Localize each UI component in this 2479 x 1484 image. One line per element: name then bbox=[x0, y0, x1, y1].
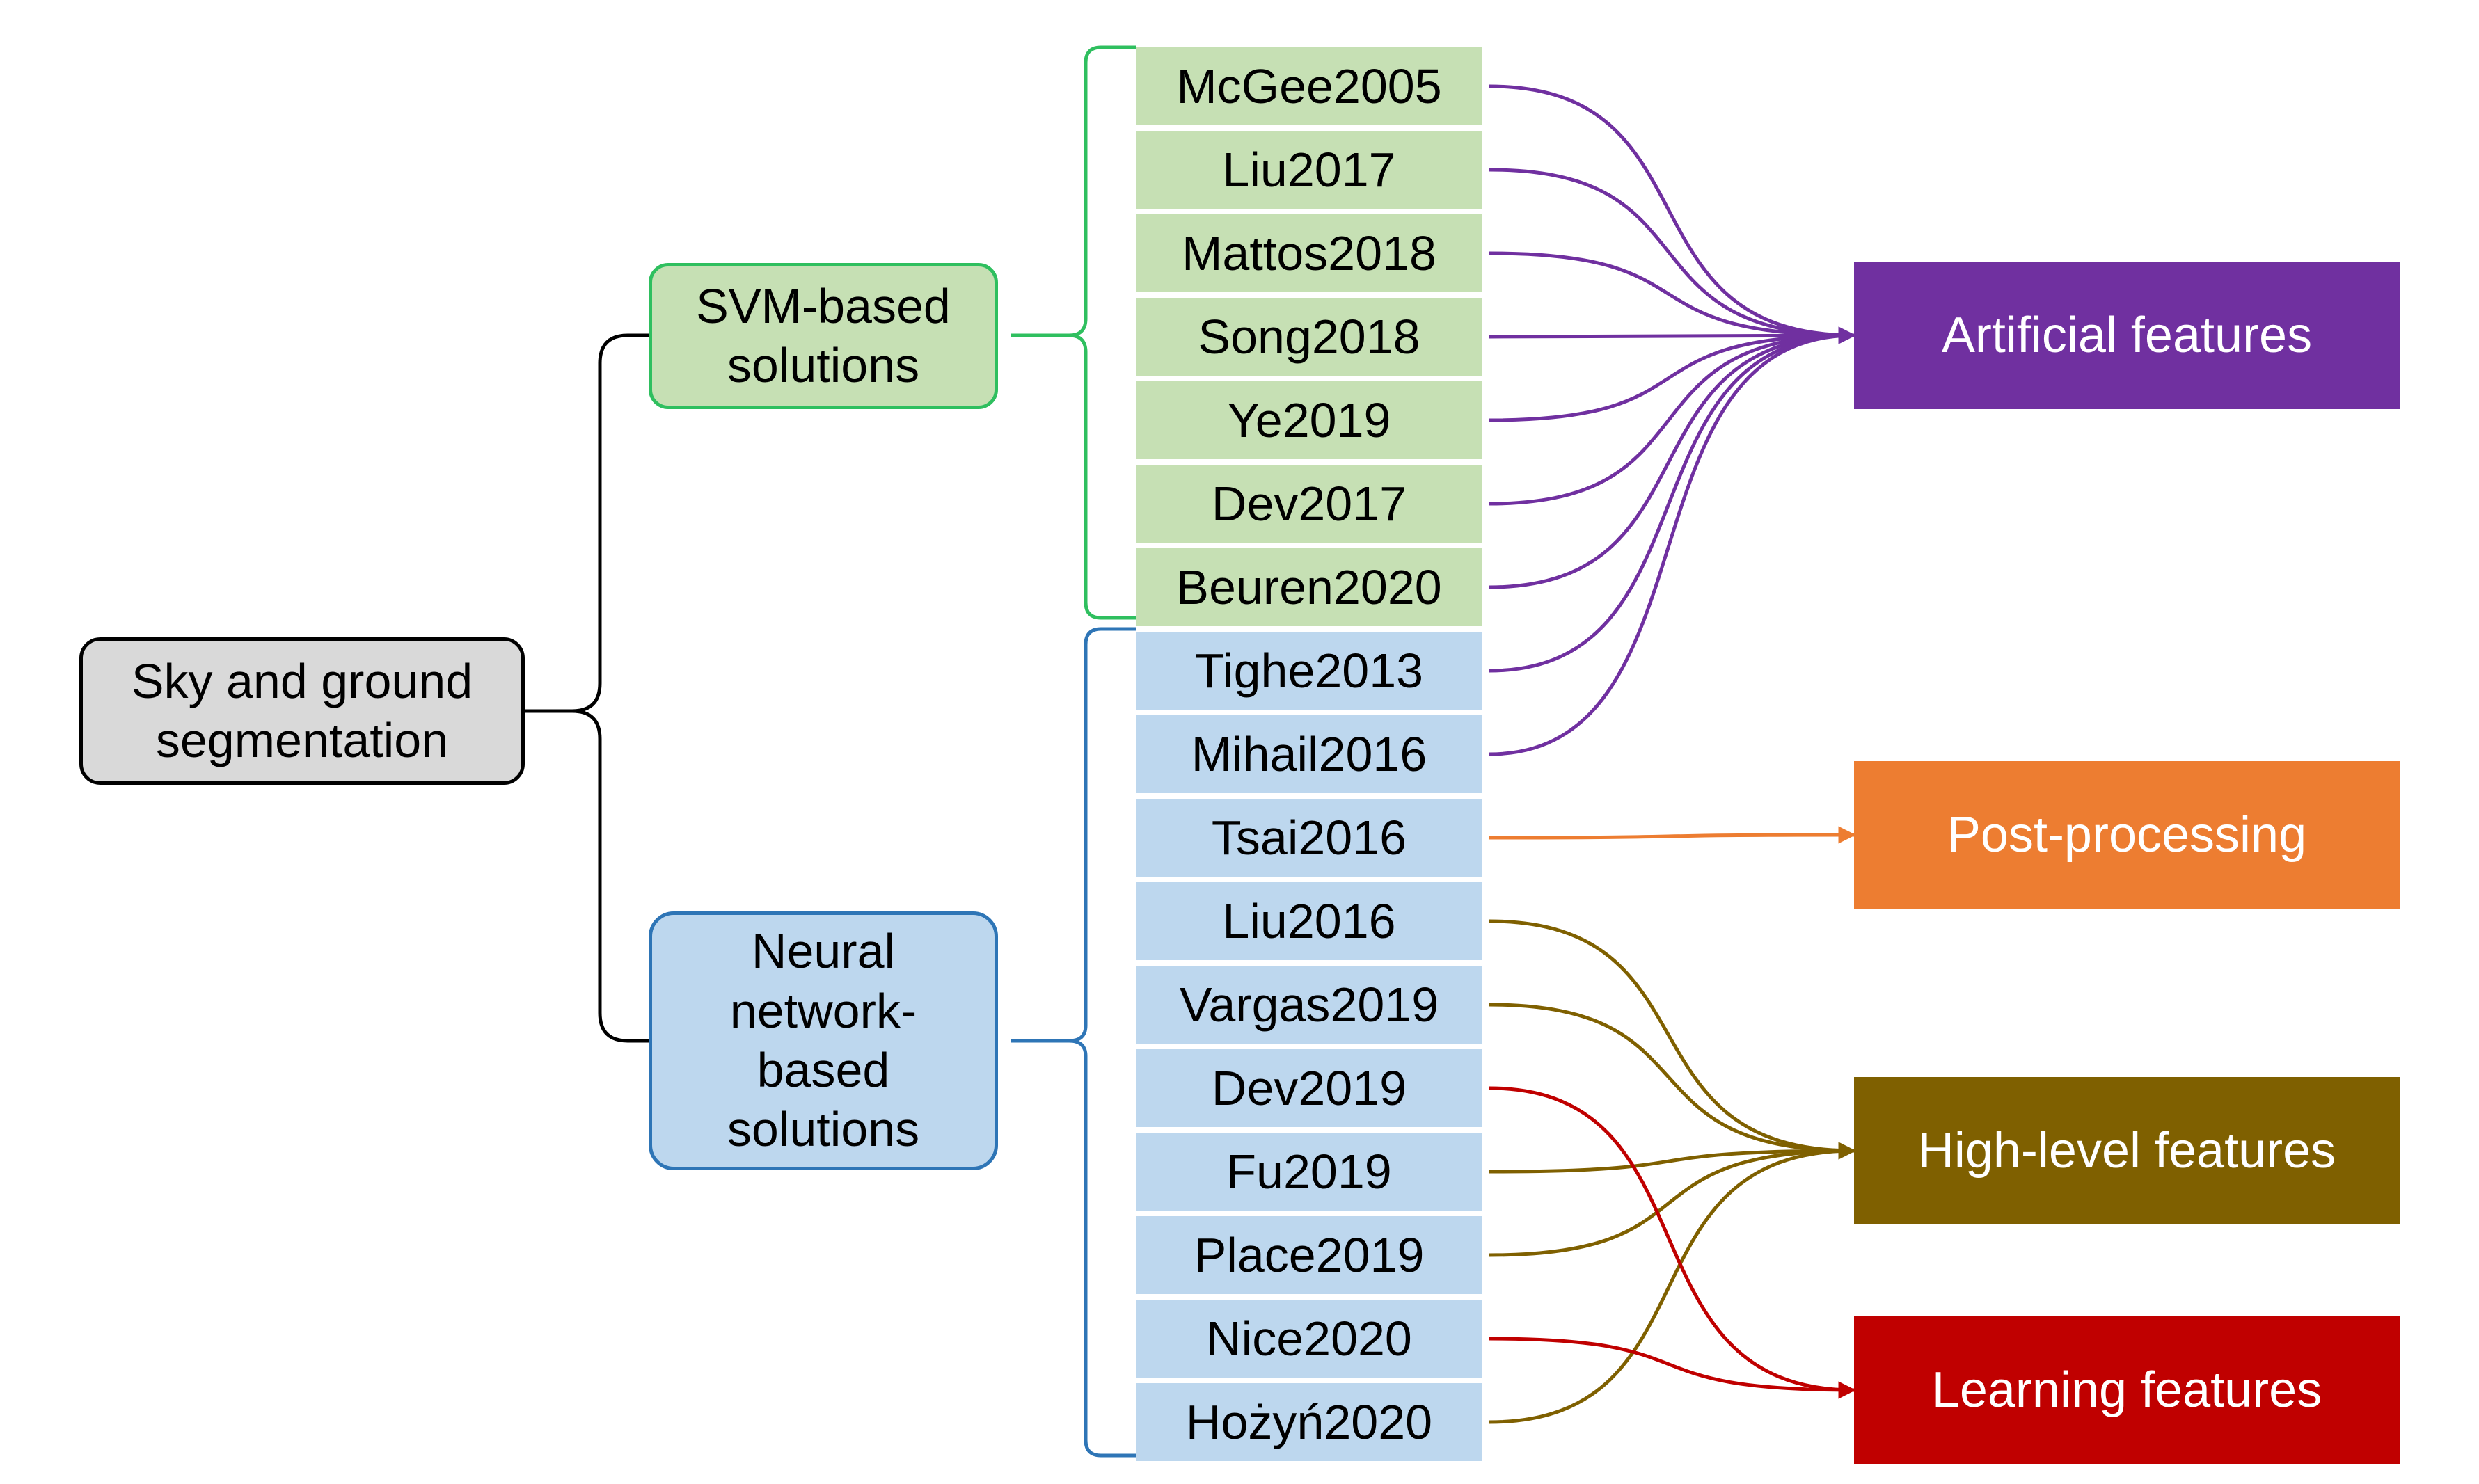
link-tsai2016-to-post bbox=[1489, 826, 1856, 844]
paper-dev2019: Dev2019 bbox=[1136, 1049, 1482, 1127]
link-mcgee2005-to-artificial bbox=[1489, 84, 1856, 344]
link-hożyń2020-to-highlevel bbox=[1489, 1142, 1856, 1424]
paper-mattos2018: Mattos2018 bbox=[1136, 214, 1482, 292]
link-song2018-to-artificial bbox=[1489, 326, 1856, 344]
nn-group-label: Neural network-based solutions bbox=[727, 924, 920, 1157]
paper-liu2016: Liu2016 bbox=[1136, 882, 1482, 960]
link-liu2016-to-highlevel bbox=[1489, 919, 1856, 1160]
paper-fu2019: Fu2019 bbox=[1136, 1133, 1482, 1211]
paper-liu2017: Liu2017 bbox=[1136, 131, 1482, 209]
feature-post-processing: Post-processing bbox=[1854, 761, 2400, 909]
link-liu2017-to-artificial bbox=[1489, 168, 1856, 344]
svm-brace bbox=[1011, 45, 1136, 620]
paper-hozyn2020: Hożyń2020 bbox=[1136, 1383, 1482, 1461]
paper-tighe2013: Tighe2013 bbox=[1136, 632, 1482, 710]
root-bracket bbox=[525, 333, 649, 1043]
link-dev2019-to-learning bbox=[1489, 1086, 1856, 1399]
paper-nice2020: Nice2020 bbox=[1136, 1300, 1482, 1378]
paper-ye2019: Ye2019 bbox=[1136, 381, 1482, 459]
paper-dev2017: Dev2017 bbox=[1136, 465, 1482, 543]
paper-mihail2016: Mihail2016 bbox=[1136, 715, 1482, 793]
link-mihail2016-to-artificial bbox=[1489, 326, 1856, 756]
link-fu2019-to-highlevel bbox=[1489, 1142, 1856, 1174]
paper-song2018: Song2018 bbox=[1136, 298, 1482, 376]
link-mattos2018-to-artificial bbox=[1489, 251, 1856, 344]
link-ye2019-to-artificial bbox=[1489, 326, 1856, 422]
root-label: Sky and ground segmentation bbox=[131, 653, 473, 767]
paper-place2019: Place2019 bbox=[1136, 1216, 1482, 1294]
link-beuren2020-to-artificial bbox=[1489, 326, 1856, 589]
feature-artificial: Artificial features bbox=[1854, 262, 2400, 409]
feature-learning: Learning features bbox=[1854, 1316, 2400, 1464]
link-nice2020-to-learning bbox=[1489, 1337, 1856, 1399]
nn-group-node: Neural network-based solutions bbox=[649, 911, 998, 1170]
paper-beuren2020: Beuren2020 bbox=[1136, 548, 1482, 626]
paper-mcgee2005: McGee2005 bbox=[1136, 47, 1482, 125]
link-place2019-to-highlevel bbox=[1489, 1142, 1856, 1257]
feature-high-level: High-level features bbox=[1854, 1077, 2400, 1224]
svm-group-label: SVM-based solutions bbox=[696, 278, 951, 392]
link-vargas2019-to-highlevel bbox=[1489, 1003, 1856, 1160]
svm-group-node: SVM-based solutions bbox=[649, 263, 998, 409]
root-node: Sky and ground segmentation bbox=[79, 637, 525, 785]
nn-brace bbox=[1011, 627, 1136, 1458]
link-tighe2013-to-artificial bbox=[1489, 326, 1856, 673]
link-dev2017-to-artificial bbox=[1489, 326, 1856, 506]
paper-vargas2019: Vargas2019 bbox=[1136, 966, 1482, 1044]
paper-tsai2016: Tsai2016 bbox=[1136, 799, 1482, 877]
